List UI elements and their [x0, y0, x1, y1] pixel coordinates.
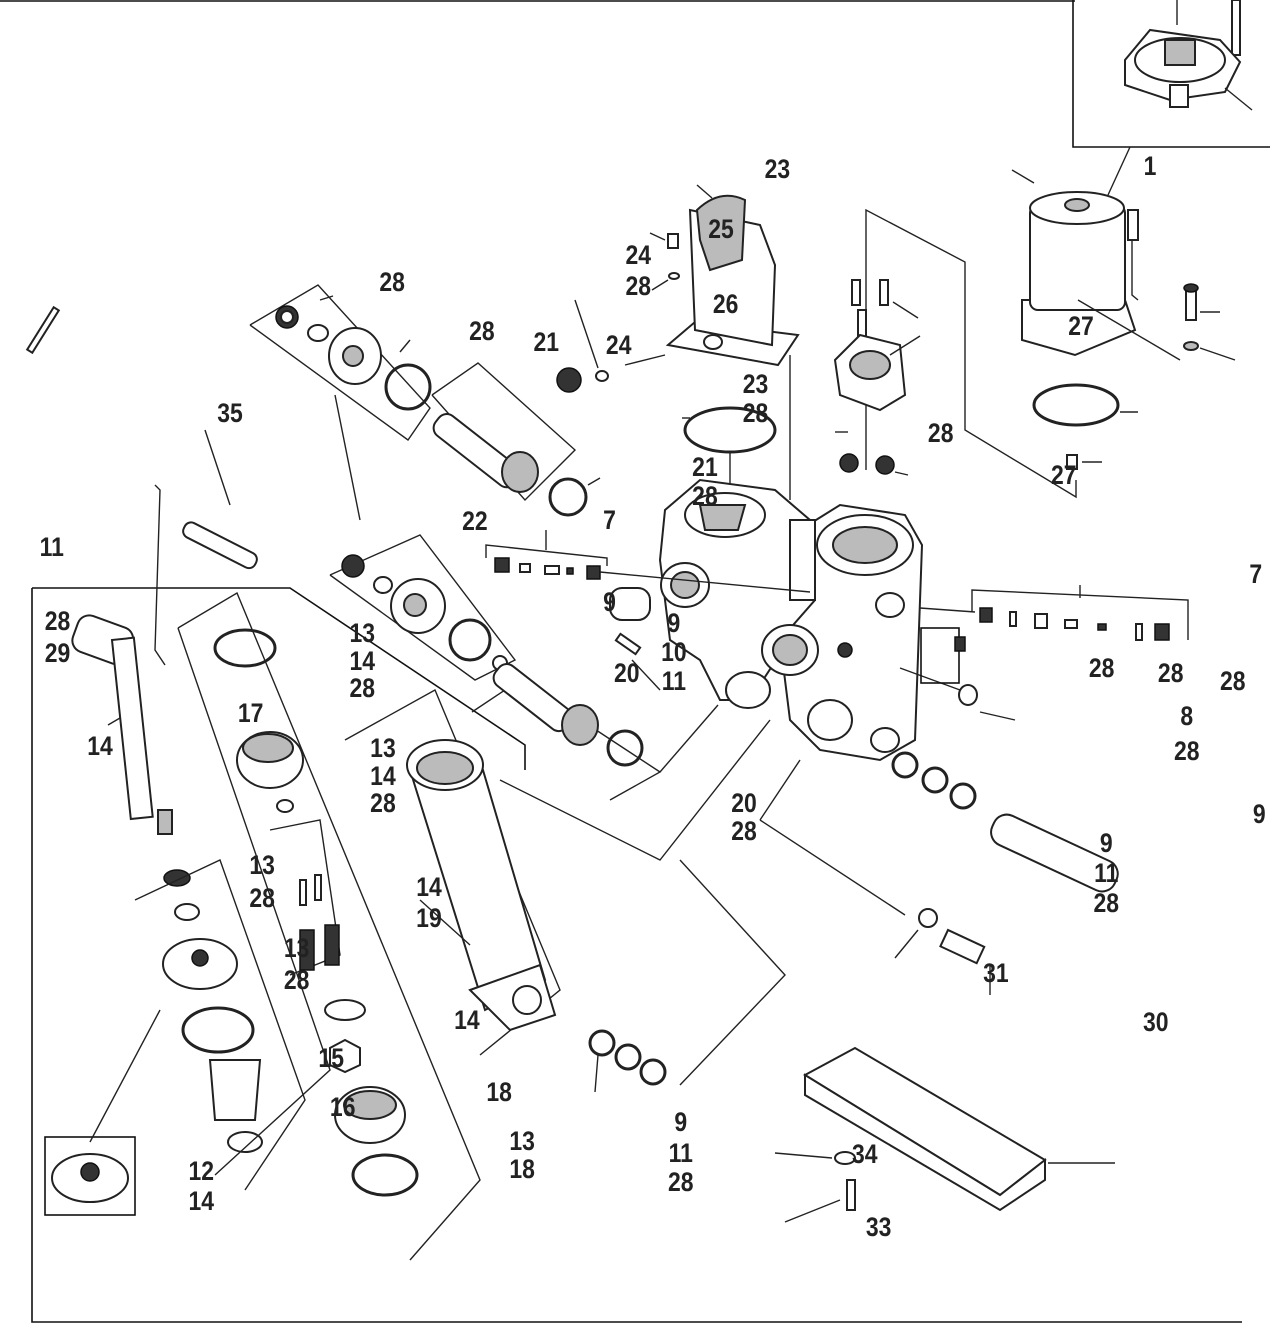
- callout-label: 24: [625, 240, 651, 270]
- callout-label: 13: [370, 733, 396, 763]
- callout-label: 28: [379, 267, 405, 297]
- callout-label: 34: [852, 1139, 878, 1169]
- callout-label: 7: [1249, 559, 1262, 589]
- callout-label: 20: [614, 658, 640, 688]
- callout-label: 9: [668, 608, 681, 638]
- callout-label: 28: [1158, 658, 1184, 688]
- pump-manifold-body: [658, 478, 924, 762]
- callout-label: 10: [661, 637, 687, 667]
- callout-label: 16: [330, 1092, 356, 1122]
- callout-label: 30: [1143, 1007, 1169, 1037]
- callout-label: 24: [606, 330, 632, 360]
- callout-label: 19: [416, 903, 442, 933]
- callout-label: 13: [349, 618, 375, 648]
- callout-label: 14: [87, 731, 113, 761]
- callout-label: 9: [1253, 799, 1266, 829]
- anode-block: [774, 1046, 1115, 1223]
- callout-label: 14: [370, 761, 396, 791]
- callout-label: 7: [603, 505, 616, 535]
- callout-label: 35: [217, 398, 243, 428]
- plug-screw: [899, 667, 1016, 721]
- callout-label: 33: [866, 1212, 892, 1242]
- callout-label: 14: [188, 1186, 214, 1216]
- callout-label: 31: [983, 958, 1009, 988]
- callout-label: 9: [1100, 828, 1113, 858]
- callout-label: 28: [668, 1167, 694, 1197]
- callout-label: 14: [416, 872, 442, 902]
- callout-label: 20: [731, 788, 757, 818]
- callout-label: 28: [469, 316, 495, 346]
- check-valve-parts-right: [919, 585, 1189, 684]
- callout-label: 18: [509, 1154, 535, 1184]
- callout-label: 11: [662, 666, 686, 696]
- callout-label: 1: [1144, 151, 1157, 181]
- callout-label: 8: [1180, 701, 1193, 731]
- callout-label: 23: [743, 369, 769, 399]
- reservoir: [556, 184, 800, 505]
- callout-label: 22: [462, 506, 488, 536]
- callout-label: 13: [249, 850, 275, 880]
- seal-assembly-22: [329, 534, 719, 801]
- callout-label: 12: [188, 1156, 214, 1186]
- callout-label: 26: [713, 289, 739, 319]
- callout-label: 17: [238, 698, 264, 728]
- callout-label: 28: [731, 816, 757, 846]
- callout-label: 11: [1094, 858, 1118, 888]
- callout-label: 28: [370, 788, 396, 818]
- callout-label: 29: [45, 638, 71, 668]
- callout-label: 18: [486, 1077, 512, 1107]
- callout-label: 28: [349, 673, 375, 703]
- callout-label: 28: [249, 883, 275, 913]
- callout-label: 28: [45, 606, 71, 636]
- callout-label: 11: [669, 1138, 693, 1168]
- callout-label: 25: [708, 214, 734, 244]
- pump-motor: [865, 169, 1236, 499]
- callout-label: 28: [1089, 653, 1115, 683]
- trim-pin-and-bolt: [759, 751, 1119, 995]
- callout-label: 14: [454, 1005, 480, 1035]
- callout-label: 28: [743, 398, 769, 428]
- callout-label: 28: [928, 418, 954, 448]
- callout-label: 28: [284, 965, 310, 995]
- callout-label: 28: [1094, 888, 1120, 918]
- callout-label: 28: [625, 271, 651, 301]
- callout-label: 28: [1174, 736, 1200, 766]
- callout-label: 11: [40, 532, 64, 562]
- callout-label: 15: [318, 1043, 344, 1073]
- callout-label: 9: [603, 587, 616, 617]
- callout-label: 13: [284, 933, 310, 963]
- callout-label: 27: [1068, 311, 1094, 341]
- callout-label: 21: [533, 327, 559, 357]
- callout-label: 28: [1220, 666, 1246, 696]
- tilt-cylinder: [344, 689, 786, 1093]
- callout-label: 14: [349, 646, 375, 676]
- tilt-rod-and-pin: [25, 305, 306, 1203]
- callout-label: 13: [509, 1126, 535, 1156]
- callout-label: 27: [1051, 460, 1077, 490]
- callout-labels: 2313252428262745282821242328125282763521…: [40, 151, 1266, 1242]
- callout-label: 28: [692, 481, 718, 511]
- piston-assembly: [177, 591, 481, 1261]
- callout-label: 21: [692, 452, 718, 482]
- callout-label: 23: [765, 154, 791, 184]
- valve-sleeve-and-pin: [609, 587, 661, 691]
- check-valve-parts-left: [485, 530, 811, 593]
- seal-assembly-21: [249, 284, 601, 521]
- manual-release-valve: [833, 279, 921, 476]
- inset-part-3: [1107, 0, 1253, 196]
- callout-label: 9: [674, 1107, 687, 1137]
